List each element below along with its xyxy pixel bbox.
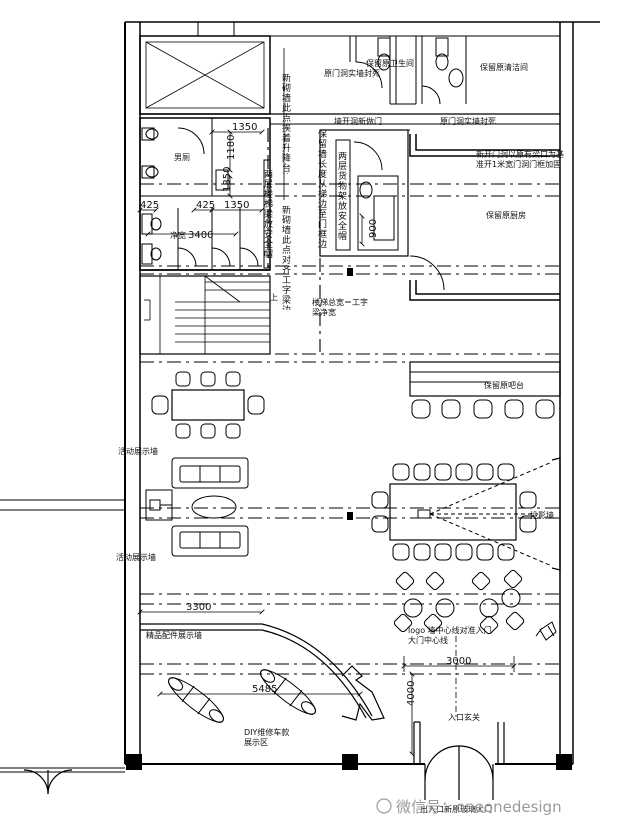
note-double-layer: 两层货物架放安全帽 bbox=[338, 152, 347, 242]
accessory-display bbox=[140, 623, 385, 721]
label-keep-original-toilet: 保留原卫生间 bbox=[366, 58, 414, 68]
note-stair-total-width: 楼梯总宽＝工字梁净宽 bbox=[312, 298, 368, 317]
label-accessory-display-wall: 精品配件展示墙 bbox=[146, 630, 202, 640]
label-net-width: 净宽 bbox=[170, 230, 186, 240]
label-logo-note: logo 墙中心线对准入门大门中心线 bbox=[408, 626, 492, 645]
dim-3400: 3400 bbox=[188, 230, 213, 241]
meeting-table-left bbox=[151, 371, 265, 439]
label-wall-new-door: 墙开洞新做门 bbox=[334, 116, 382, 126]
label-activity-display-wall-1: 活动展示墙 bbox=[118, 446, 158, 456]
dimension-lines bbox=[140, 48, 514, 754]
label-new-door-note: 新开门洞以原有梁口为基准开1米宽门洞门框加固 bbox=[476, 150, 564, 169]
dim-3000: 3000 bbox=[446, 656, 471, 667]
note-new-wall-2: 新砌墙此点对齐工字梁边 bbox=[282, 206, 291, 310]
dim-1350-mid: 1350 bbox=[224, 200, 249, 211]
outer-walls bbox=[0, 21, 600, 773]
mens-toilet-room bbox=[139, 117, 271, 271]
lounge bbox=[145, 457, 249, 557]
label-entrance-hall: 入口玄关 bbox=[448, 712, 480, 722]
wechat-icon bbox=[376, 798, 392, 814]
dim-425-mid: 425 bbox=[196, 200, 215, 211]
lift-box bbox=[139, 21, 271, 115]
dim-3300: 3300 bbox=[186, 602, 211, 613]
note-stair-safety: 两层楼梯梁放安全帽 bbox=[264, 170, 273, 260]
label-entrance-door: 出入口新原玻璃大门 bbox=[420, 804, 492, 814]
label-diy-repair: DIY维修车款展示区 bbox=[244, 728, 289, 747]
label-activity-display-wall-2: 活动展示墙 bbox=[116, 552, 156, 562]
beam-lines bbox=[140, 128, 560, 675]
kitchen-walls bbox=[409, 134, 560, 301]
dim-900: 900 bbox=[368, 219, 379, 238]
dim-425-left: 425 bbox=[140, 200, 159, 211]
motorcycle-display bbox=[167, 669, 317, 723]
top-service-rooms bbox=[349, 36, 467, 105]
watermark: 微信号：oneonedesign bbox=[396, 798, 562, 816]
label-original-door-sealed: 原门洞实墙封死 bbox=[324, 68, 380, 78]
dim-5485: 5485 bbox=[252, 684, 277, 695]
stair bbox=[139, 275, 271, 355]
meeting-table-right bbox=[371, 457, 561, 571]
dim-4000: 4000 bbox=[406, 681, 417, 706]
dim-1850: 1850 bbox=[222, 167, 233, 192]
dim-1350-top: 1350 bbox=[232, 122, 257, 133]
note-retain-wall: 保留墙长度从梯边至门框边 bbox=[318, 130, 327, 250]
label-mens-toilet: 男厕 bbox=[174, 153, 190, 162]
note-new-wall-1: 新砌墙此点挨着升降台边 bbox=[282, 74, 291, 174]
bar-counter bbox=[409, 361, 561, 419]
label-original-door-sealed-2: 原门洞实墙封死 bbox=[440, 116, 496, 126]
dim-1180: 1180 bbox=[226, 135, 237, 160]
label-stair-up: 上 bbox=[270, 293, 278, 302]
label-keep-original-bar: 保留原吧台 bbox=[484, 380, 524, 390]
label-keep-original-kitchen: 保留原厨房 bbox=[486, 210, 526, 220]
columns bbox=[126, 268, 572, 770]
label-projection-wall: 投影墙 bbox=[530, 510, 554, 520]
label-keep-original-cleaning: 保留原清洁间 bbox=[480, 62, 528, 72]
round-table-groups bbox=[393, 569, 557, 641]
